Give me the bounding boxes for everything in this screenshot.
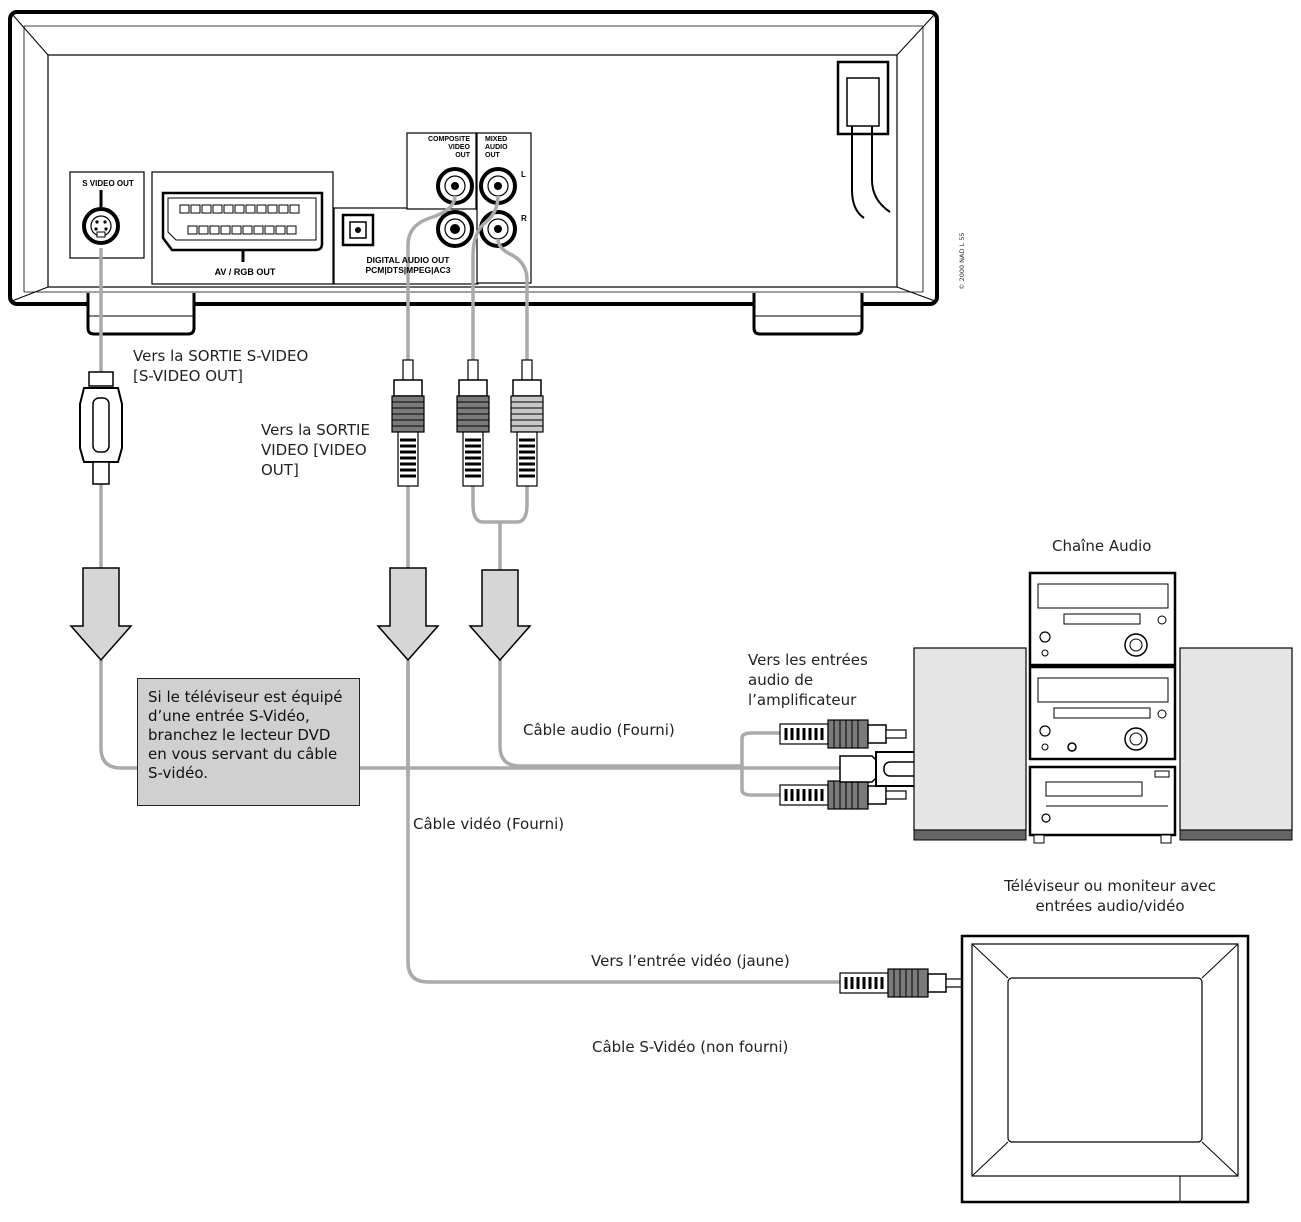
rca-plug-icon <box>510 359 544 487</box>
stereo-system-icon <box>913 571 1293 844</box>
s-video-plug-icon <box>79 371 123 485</box>
s-video-out-label: S VIDEO OUT <box>82 179 134 188</box>
rca-plug-icon <box>779 719 907 749</box>
audio-cable-line-l <box>471 195 500 378</box>
audio-cable-label: Câble audio (Fourni) <box>523 721 675 739</box>
av-rgb-out-section <box>151 171 334 285</box>
player-feet <box>86 293 864 336</box>
mixed-audio-out-section <box>476 132 532 284</box>
audio-system-label: Chaîne Audio <box>1052 537 1152 555</box>
s-video-cable-label: Câble S-Vidéo (non fourni) <box>592 1038 789 1056</box>
scart-connector-icon <box>179 204 300 235</box>
copyright-label: © 2000 NAD L 55 <box>958 232 966 290</box>
down-arrow-icon <box>468 569 532 662</box>
rca-plug-icon <box>456 359 490 487</box>
composite-video-out-label: COMPOSITE VIDEO OUT <box>427 136 470 159</box>
to-video-input-label: Vers l’entrée vidéo (jaune) <box>591 952 790 970</box>
mixed-audio-out-label: MIXED AUDIO OUT <box>485 136 508 159</box>
rca-plug-icon <box>779 780 907 810</box>
to-video-out-label: Vers la SORTIE VIDEO [VIDEO OUT] <box>261 421 370 479</box>
to-amp-inputs-label: Vers les entrées audio de l’amplificateu… <box>748 651 868 709</box>
channel-r-label: R <box>521 214 527 223</box>
channel-l-label: L <box>521 170 526 179</box>
rca-plug-icon <box>391 359 425 487</box>
down-arrow-icon <box>376 567 440 662</box>
down-arrow-icon <box>69 567 133 662</box>
video-cable-line <box>406 195 457 378</box>
to-s-video-out-label: Vers la SORTIE S-VIDEO [S-VIDEO OUT] <box>133 347 309 385</box>
tv-monitor-label: Téléviseur ou moniteur avec entrées audi… <box>1004 877 1216 915</box>
digital-formats-label: PCM|DTS|MPEG|AC3 <box>365 265 451 275</box>
television-icon <box>960 934 1250 1204</box>
s-video-note: Si le téléviseur est équipé d’une entrée… <box>137 678 360 806</box>
rca-plug-icon <box>839 968 967 998</box>
av-rgb-out-label: AV / RGB OUT <box>214 267 276 277</box>
cables <box>99 195 840 984</box>
s-video-out-section <box>69 171 145 259</box>
video-cable-label: Câble vidéo (Fourni) <box>413 815 565 833</box>
digital-audio-out-label: DIGITAL AUDIO OUT <box>366 255 450 265</box>
audio-cable-line-r <box>496 238 529 378</box>
power-cord-icon <box>836 60 891 219</box>
